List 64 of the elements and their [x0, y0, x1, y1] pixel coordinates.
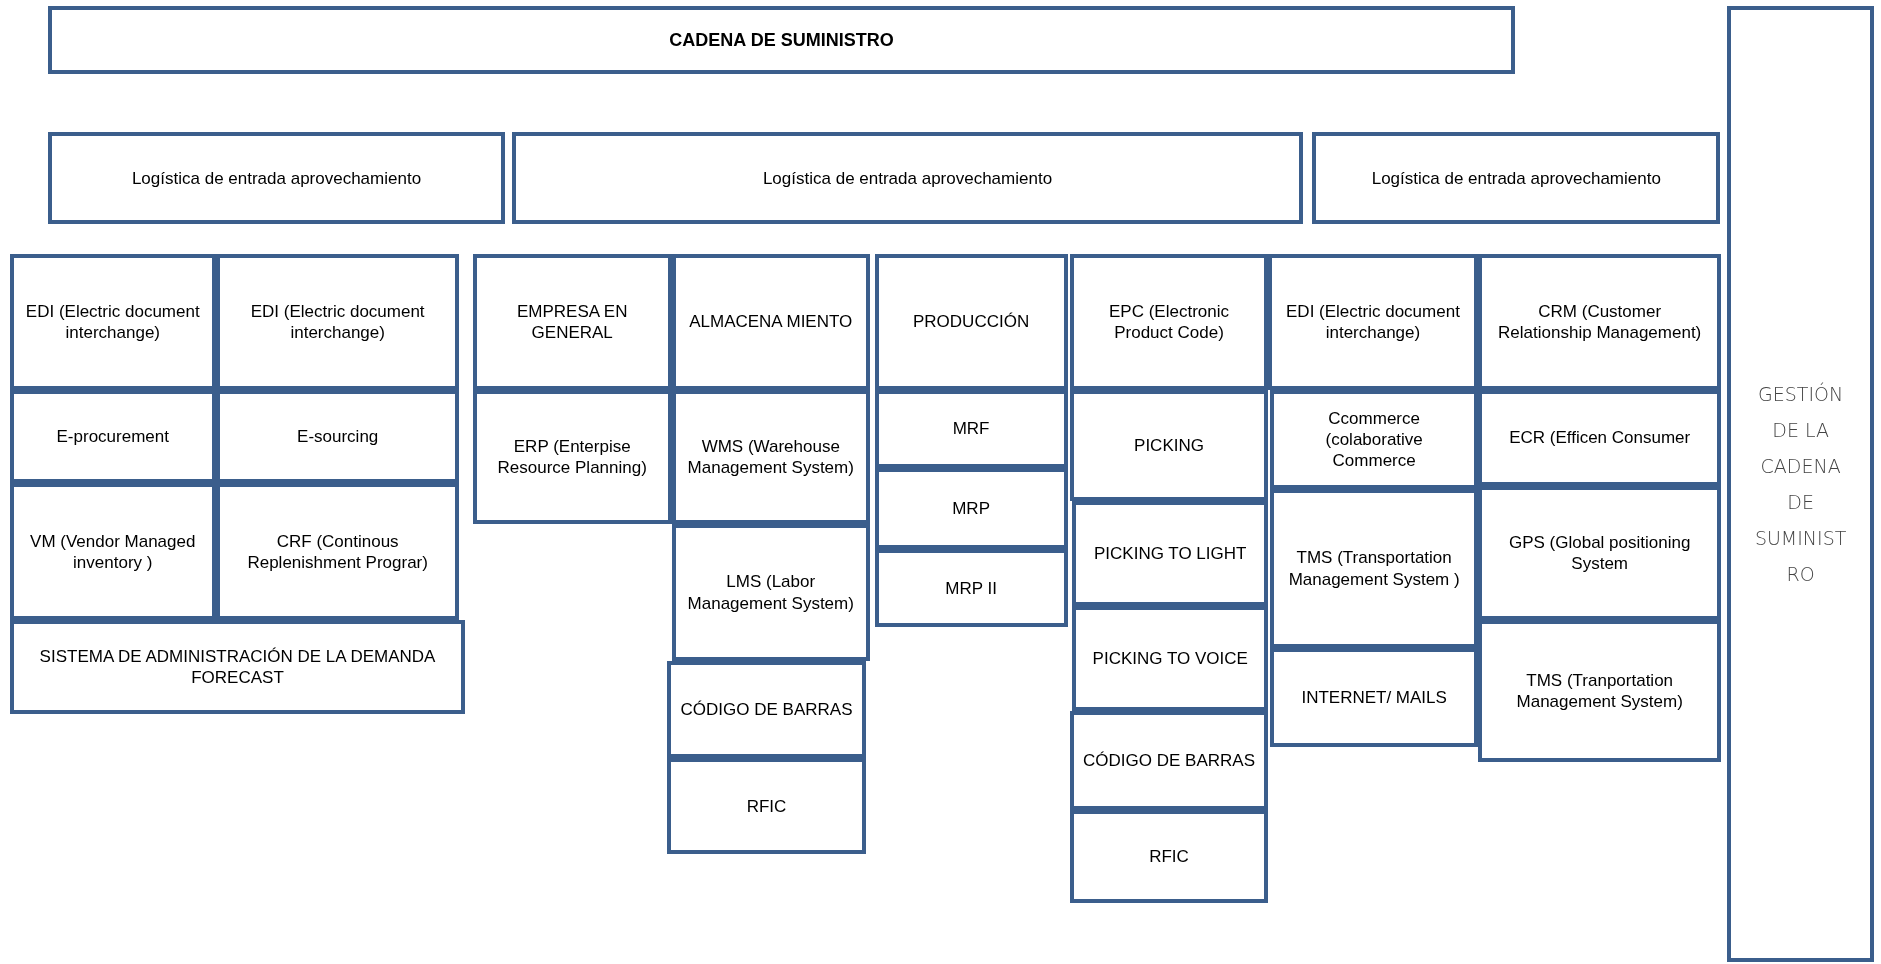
box-label: RFIC: [746, 795, 787, 817]
box-label: WMS (Warehouse Management System): [686, 435, 855, 479]
box-label: VM (Vendor Managed inventory ): [29, 530, 197, 574]
category-box: [48, 131, 506, 225]
category-box: [472, 389, 672, 525]
box-label: EDI (Electric document interchange): [1285, 300, 1461, 344]
category-box: [1070, 809, 1268, 904]
box-label: ECR (Efficen Consumer: [1509, 427, 1691, 449]
category-box: [1477, 389, 1722, 486]
box-label: CÓDIGO DE BARRAS: [1083, 749, 1255, 772]
box-label: GPS (Global positioning System: [1507, 531, 1692, 575]
category-box: [9, 389, 216, 484]
box-label: Logística de entrada aprovechamiento: [1371, 167, 1661, 189]
category-box: [1312, 131, 1721, 225]
box-label: SISTEMA DE ADMINISTRACIÓN DE LA DEMANDA FORECAST: [38, 645, 437, 689]
box-label: PRODUCCIÓN: [913, 311, 1030, 333]
category-box: [671, 254, 870, 390]
category-box: [874, 549, 1068, 628]
box-label: E-sourcing: [297, 426, 379, 448]
box-label: Ccommerce (colaborative Commerce: [1324, 407, 1424, 472]
box-label: PICKING: [1134, 435, 1204, 457]
category-box: [667, 661, 867, 759]
category-box: [1072, 605, 1268, 712]
box-label: INTERNET/ MAILS: [1301, 686, 1447, 709]
category-box: [9, 620, 466, 714]
box-label: MRF: [952, 418, 990, 440]
box-label: PICKING TO LIGHT: [1094, 543, 1247, 565]
box-label: EPC (Electronic Product Code): [1108, 300, 1230, 344]
box-label: MRP II: [945, 577, 997, 600]
box-label: E-procurement: [56, 426, 169, 448]
box-label: TMS (Transportation Management System ): [1287, 547, 1461, 590]
category-box: [1477, 620, 1722, 762]
side-banner: [1727, 6, 1874, 963]
box-label: Logística de entrada aprovechamiento: [762, 167, 1053, 189]
title: CADENA DE SUMINISTRO: [669, 28, 894, 52]
category-box: [215, 254, 460, 390]
category-box: [215, 389, 460, 484]
box-label: ERP (Enterpise Resource Planning): [496, 435, 648, 479]
category-box: [1270, 647, 1478, 748]
box-label: PICKING TO VOICE: [1092, 647, 1248, 670]
box-label: GESTIÓN DE LA CADENA DE SUMINISTRO: [1753, 381, 1848, 588]
category-box: [512, 131, 1303, 225]
category-box: [1270, 389, 1478, 490]
category-box: [1070, 389, 1268, 502]
category-box: [874, 254, 1068, 390]
box-label: CRM (Customer Relationship Management): [1497, 300, 1703, 344]
category-box: [874, 467, 1068, 550]
category-box: [215, 483, 460, 621]
category-box: [671, 389, 870, 525]
box-label: RFIC: [1149, 845, 1189, 868]
box-label: CÓDIGO DE BARRAS: [680, 698, 853, 721]
category-box: [1477, 254, 1722, 390]
box-label: CRF (Continous Replenishment Prograr): [246, 530, 429, 574]
box-label: TMS (Tranportation Management System): [1515, 669, 1684, 713]
box-label: LMS (Labor Management System): [686, 571, 855, 614]
category-box: [667, 758, 867, 855]
box-label: EMPRESA EN GENERAL: [515, 300, 629, 344]
box-label: MRP: [952, 498, 990, 520]
category-box: [874, 389, 1068, 468]
box-label: ALMACENA MIENTO: [689, 311, 853, 333]
box-label: EDI (Electric document interchange): [24, 300, 201, 344]
category-box: [1477, 485, 1722, 621]
box-label: EDI (Electric document interchange): [249, 300, 426, 344]
box-label: Logística de entrada aprovechamiento: [131, 167, 422, 189]
